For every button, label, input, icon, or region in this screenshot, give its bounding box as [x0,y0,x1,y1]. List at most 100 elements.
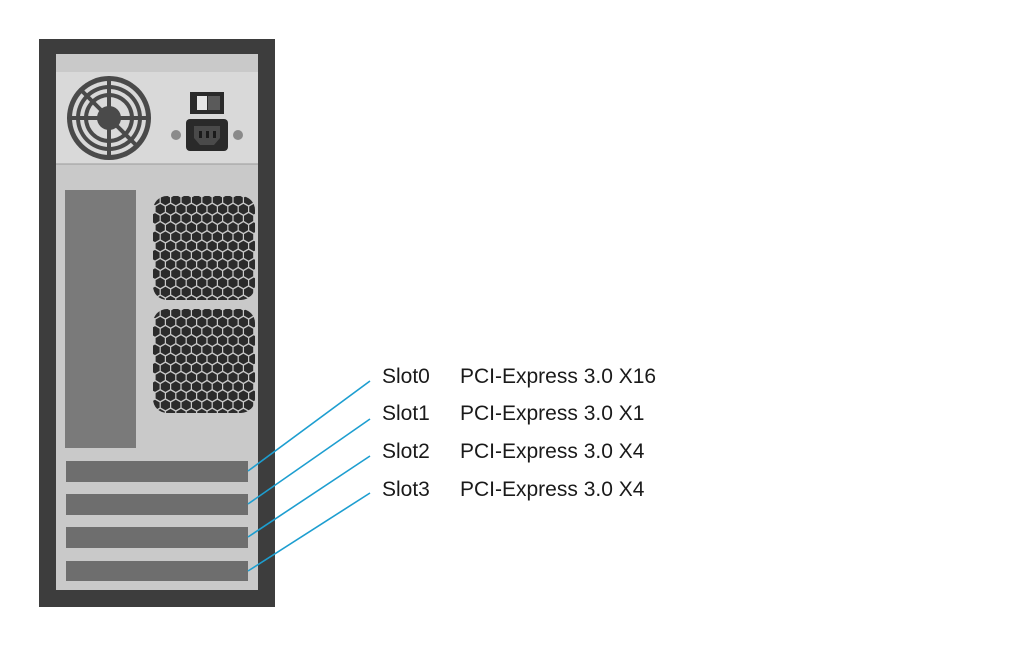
vent-hole [155,353,165,365]
vent-hole [192,286,202,298]
vent-hole [176,240,186,252]
vent-hole [202,249,212,261]
vent-hole [176,222,186,233]
vent-hole [223,362,233,374]
vent-hole [197,316,207,328]
vent-hole [244,326,254,337]
vent-hole [181,399,191,411]
vent-hole [166,316,176,328]
vent-hole [192,249,202,261]
vent-hole [155,316,165,328]
vent-hole [197,259,207,270]
vent-hole [228,335,238,346]
vent-hole [192,362,202,374]
vent-hole [238,295,248,300]
vent-hole [181,196,191,206]
slot-spec: PCI-Express 3.0 X4 [460,478,645,501]
vent-hole [186,390,196,402]
vent-hole [202,286,212,298]
power-inlet-icon [171,119,243,151]
vent-hole [153,381,160,392]
vent-hole [160,268,170,279]
vent-hole [153,326,160,337]
slot-id: Slot1 [382,402,430,425]
vent-hole [176,390,186,402]
vent-hole [166,203,176,215]
vent-hole [233,344,243,356]
slot-spec: PCI-Express 3.0 X1 [460,402,645,425]
vent-hole [223,268,233,279]
vent-hole [153,231,160,243]
vent-hole [218,316,228,328]
vent-hole [223,213,233,224]
vent-hole [249,277,255,289]
vent-hole [181,231,191,243]
vent-hole [207,335,217,346]
slot-cover-3 [66,561,248,581]
vent-hole [223,381,233,392]
vent-hole [160,231,170,243]
vent-hole [192,381,202,392]
vent-hole [186,295,196,300]
vent-hole [171,213,181,224]
vent-hole [244,249,254,261]
vent-hole [197,222,207,233]
vent-hole [153,399,160,411]
vent-hole [212,268,222,279]
vent-hole [181,326,191,337]
vent-hole [181,362,191,374]
vent-hole [228,203,238,215]
vent-hole [166,372,176,383]
vent-hole [249,203,255,215]
vent-hole [176,203,186,215]
vent-hole [202,399,212,411]
vent-hole [212,196,222,206]
vent-hole [192,213,202,224]
vent-hole [228,277,238,289]
vent-hole [176,259,186,270]
vent-hole [238,353,248,365]
vent-hole [171,309,181,319]
vent-hole [249,259,255,270]
leader-line-0 [247,380,371,472]
vent-hole [166,390,176,402]
power-switch-icon [190,92,224,114]
vent-hole [249,316,255,328]
vent-hole [233,249,243,261]
vent-hole [202,268,212,279]
vent-hole [218,353,228,365]
vent-hole [212,381,222,392]
vent-hole [181,344,191,356]
vent-hole [176,335,186,346]
vent-hole [223,286,233,298]
vent-hole [192,231,202,243]
vent-hole [160,381,170,392]
vent-hole [207,295,217,300]
vent-hole [181,249,191,261]
slot-id: Slot3 [382,478,430,501]
vent-hole [249,372,255,383]
vent-hole [192,309,202,319]
expansion-slots [66,461,248,581]
vent-hole [181,381,191,392]
vent-hole [181,213,191,224]
vent-hole [176,316,186,328]
vent-hole [233,381,243,392]
vent-hole [244,286,254,298]
vent-hole [153,213,160,224]
vent-hole [244,399,254,411]
vent-hole [218,222,228,233]
vent-hole [153,344,160,356]
vent-hole [233,231,243,243]
vent-hole [223,196,233,206]
vent-hole [166,353,176,365]
vent-hole [244,362,254,374]
vent-hole [233,399,243,411]
vent-hole [192,326,202,337]
vent-hole [192,196,202,206]
vent-hole [238,316,248,328]
vent-hole [155,222,165,233]
vent-grille-icon [153,309,255,413]
vent-hole [202,344,212,356]
